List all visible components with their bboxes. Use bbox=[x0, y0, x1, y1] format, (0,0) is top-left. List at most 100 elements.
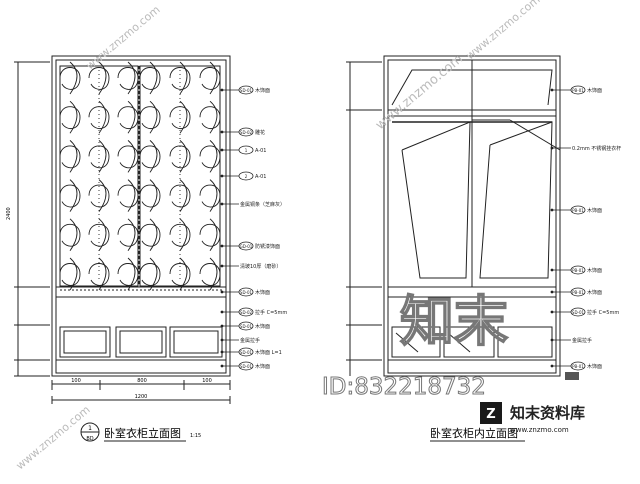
inner-drawer-1 bbox=[391, 326, 441, 358]
left-door-panel bbox=[59, 65, 139, 287]
ornament-leaf bbox=[179, 257, 188, 291]
callout-code: GD-01 bbox=[240, 244, 253, 249]
ornament-scroll bbox=[169, 145, 191, 169]
ornament-leaf bbox=[69, 218, 78, 252]
callout-item: 0.2mm 不锈钢挂衣杆 bbox=[550, 145, 621, 152]
ornament-leaf bbox=[179, 140, 188, 173]
ornament-scroll bbox=[117, 67, 139, 90]
callout-text: 金属拉手 bbox=[572, 337, 592, 344]
ornament-scroll bbox=[59, 67, 81, 90]
callout-tag bbox=[570, 307, 586, 317]
callout-tag bbox=[238, 85, 254, 95]
callout-tag bbox=[238, 287, 254, 297]
callout-dot bbox=[220, 350, 224, 354]
watermark-logo: 知末 bbox=[400, 290, 508, 353]
callout-text: 木饰面 bbox=[587, 363, 602, 370]
callout-dot bbox=[550, 290, 554, 294]
callout-code: PB-01 bbox=[572, 88, 584, 93]
ornament-leaf bbox=[179, 100, 188, 134]
right-title: 卧室衣柜内立面图 bbox=[430, 426, 518, 440]
ornament-leaf bbox=[179, 218, 188, 252]
ornament-leaf bbox=[127, 100, 136, 134]
callout-dot bbox=[220, 290, 224, 294]
callout-dot bbox=[220, 148, 224, 152]
ornament-leaf bbox=[209, 218, 218, 252]
callout-code: PB-01 bbox=[572, 364, 584, 369]
callout-dot bbox=[220, 264, 224, 268]
callout-dot bbox=[220, 244, 224, 248]
callout-text: 木饰面 bbox=[587, 207, 602, 214]
callout-text: 木饰面 bbox=[587, 289, 602, 296]
ornament-scroll bbox=[139, 263, 161, 286]
ornament-scroll bbox=[59, 223, 81, 247]
callout-text: 木饰面 bbox=[587, 267, 602, 274]
callout-text: 木饰面 bbox=[255, 363, 270, 370]
ornament-leaf bbox=[127, 257, 136, 291]
callout-dot bbox=[550, 268, 554, 272]
ornament-leaf bbox=[127, 218, 136, 252]
callout-tag bbox=[238, 361, 254, 371]
callout-text: 清玻10厚（磨砂） bbox=[240, 263, 281, 270]
ornament-leaf bbox=[69, 140, 78, 173]
ornament-scroll bbox=[199, 223, 221, 247]
ornament-leaf bbox=[69, 61, 78, 95]
ornament-scroll bbox=[199, 184, 221, 208]
callout-dot bbox=[550, 146, 554, 150]
hanging-garment-left bbox=[401, 121, 471, 279]
ornament-leaf bbox=[209, 61, 218, 95]
bottom-dim-2: 800 bbox=[137, 378, 147, 384]
callout-text: A-01 bbox=[255, 174, 266, 180]
ornament-scroll bbox=[139, 184, 161, 208]
callout-text: 金属铜条（芝麻灰） bbox=[240, 201, 285, 208]
ornament-scroll bbox=[117, 263, 139, 286]
callout-dot bbox=[220, 338, 224, 342]
ornament-leaf bbox=[149, 100, 158, 134]
callout-tag bbox=[570, 361, 586, 371]
ornament-scroll bbox=[117, 223, 139, 247]
ornament-leaf bbox=[149, 218, 158, 252]
callout-item: 金属拉手 bbox=[220, 337, 260, 344]
ornament-leaf bbox=[209, 257, 218, 291]
callout-item: 清玻10厚（磨砂） bbox=[220, 263, 281, 270]
callout-text: 拉手 C=5mm bbox=[255, 309, 287, 316]
carved-pattern bbox=[59, 61, 221, 291]
left-elevation bbox=[14, 55, 231, 404]
ornament-scroll bbox=[88, 67, 110, 90]
callout-dot bbox=[220, 202, 224, 206]
diag-watermark-1: www.znzmo.com bbox=[14, 403, 93, 472]
right-outer-frame bbox=[383, 55, 561, 377]
callout-text: 木饰面 bbox=[255, 323, 270, 330]
ornament-scroll bbox=[59, 184, 81, 208]
callout-text: 木饰面 bbox=[587, 87, 602, 94]
callout-dot bbox=[550, 310, 554, 314]
ornament-scroll bbox=[59, 145, 81, 169]
callout-tag bbox=[238, 347, 254, 357]
ornament-scroll bbox=[169, 184, 191, 208]
ornament-leaf bbox=[98, 179, 107, 212]
left-outer-frame bbox=[51, 55, 231, 377]
callout-text: A-01 bbox=[255, 148, 266, 154]
callout-dot bbox=[220, 174, 224, 178]
ornament-scroll bbox=[199, 145, 221, 169]
ornament-leaf bbox=[149, 61, 158, 95]
callout-dot bbox=[550, 208, 554, 212]
ornament-leaf bbox=[149, 257, 158, 291]
callout-dot bbox=[550, 364, 554, 368]
ornament-scroll bbox=[117, 184, 139, 208]
ornament-leaf bbox=[98, 218, 107, 252]
ornament-scroll bbox=[139, 106, 161, 129]
ornament-leaf bbox=[98, 61, 107, 95]
callout-text: 木饰面 L=1 bbox=[255, 349, 282, 356]
